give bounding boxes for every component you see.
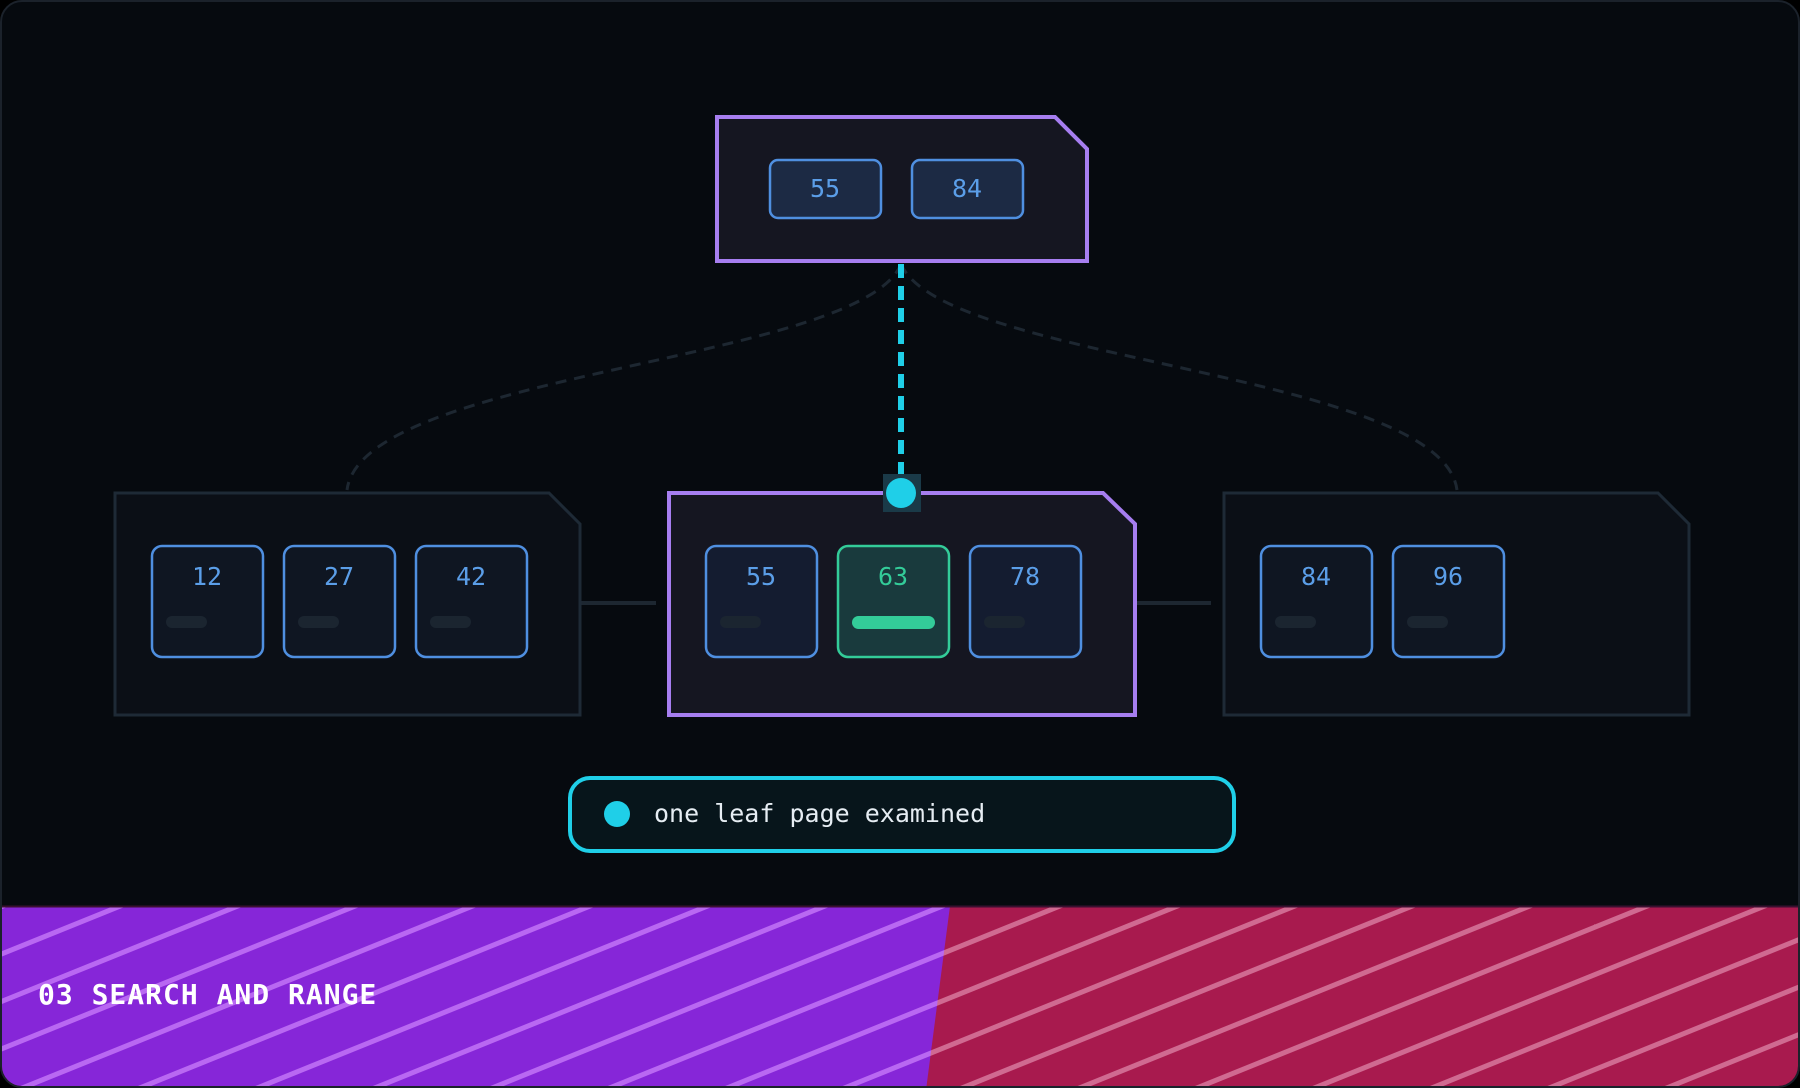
matched-key-box — [836, 544, 951, 659]
key-record-bar — [720, 616, 761, 628]
root-node-page — [715, 115, 1089, 263]
matched-key-label: 63 — [878, 562, 908, 591]
leaf-key-label: 12 — [192, 562, 222, 591]
leaf-key-box — [150, 544, 265, 659]
leaf-key-label: 84 — [1301, 562, 1331, 591]
tree-edges — [345, 263, 1459, 491]
leaf-key-label: 96 — [1433, 562, 1463, 591]
section-title: 03 SEARCH AND RANGE — [38, 978, 378, 1011]
key-record-bar — [984, 616, 1025, 628]
key-record-bar — [1407, 616, 1448, 628]
dot-icon — [886, 478, 916, 508]
key-record-bar — [430, 616, 471, 628]
dot-icon — [604, 801, 630, 827]
leaf-node-middle: 55 63 78 — [667, 491, 1137, 717]
leaf-key-box — [282, 544, 397, 659]
leaf-key-box — [1391, 544, 1506, 659]
root-key-label: 84 — [952, 174, 982, 203]
edge-root-right — [899, 263, 1459, 491]
leaf-key-label: 78 — [1010, 562, 1040, 591]
root-key-label: 55 — [810, 174, 840, 203]
path-marker — [883, 474, 921, 512]
leaf-key-box — [704, 544, 819, 659]
leaf-node-right: 84 96 — [1222, 491, 1691, 717]
leaf-key-box — [414, 544, 529, 659]
key-record-bar — [298, 616, 339, 628]
edge-root-left — [345, 263, 903, 491]
key-record-bar — [166, 616, 207, 628]
status-label: one leaf page examined — [654, 799, 985, 828]
footer-banner — [2, 905, 1798, 1086]
leaf-key-box — [968, 544, 1083, 659]
leaf-key-label: 27 — [324, 562, 354, 591]
root-key-box — [910, 158, 1025, 220]
key-record-bar — [1275, 616, 1316, 628]
leaf-key-label: 55 — [746, 562, 776, 591]
leaf-key-box — [1259, 544, 1374, 659]
root-node: 55 84 — [715, 115, 1089, 263]
leaf-node-left: 12 27 42 — [113, 491, 582, 717]
status-pill: one leaf page examined — [568, 776, 1236, 853]
root-key-box — [768, 158, 883, 220]
matched-record-bar — [852, 616, 935, 629]
leaf-key-label: 42 — [456, 562, 486, 591]
